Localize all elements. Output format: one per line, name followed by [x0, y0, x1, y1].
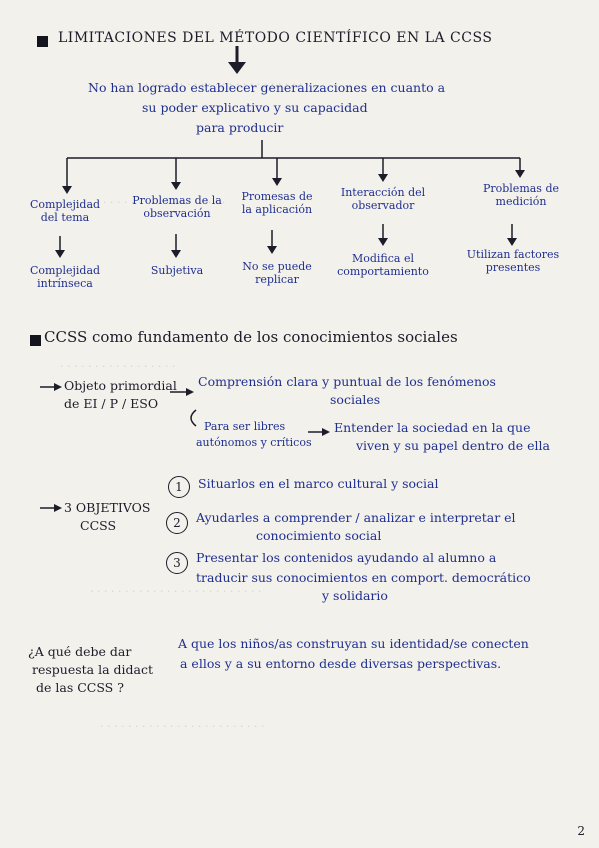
- result-drops: [59, 224, 513, 252]
- understand-line-2: viven y su papel dentro de ella: [356, 438, 551, 453]
- objective-2-number: 2: [166, 512, 188, 534]
- question-line-1: ¿A qué debe dar: [28, 644, 132, 659]
- object-label-2: de EI / P / ESO: [64, 396, 159, 411]
- summary-line-1: No han logrado establecer generalizacion…: [88, 80, 446, 95]
- section2-arrowheads: [54, 383, 330, 512]
- objective-3-text-2: traducir sus conocimientos en comport. d…: [196, 570, 531, 585]
- limitation-2-result: Subjetiva: [150, 264, 204, 277]
- title-bullet: [37, 36, 48, 47]
- understand-line-1: Entender la sociedad en la que: [334, 420, 531, 435]
- section2-title: CCSS como fundamento de los conocimiento…: [44, 328, 458, 346]
- question-line-2: respuesta la didact: [32, 662, 154, 677]
- objective-2-text-1: Ayudarles a comprender / analizar e inte…: [196, 510, 516, 525]
- comprehension-line-1: Comprensión clara y puntual de los fenóm…: [198, 374, 496, 389]
- para-line-2: autónomos y críticos: [196, 436, 312, 449]
- objective-2-text-2: conocimiento social: [256, 528, 382, 543]
- objective-3-text-3: y solidario: [322, 588, 388, 603]
- arrowhead-title: [228, 62, 246, 74]
- objectives-label-2: CCSS: [80, 518, 117, 533]
- object-label-1: Objeto primordial: [64, 378, 177, 393]
- objective-1-text: Situarlos en el marco cultural y social: [198, 476, 439, 491]
- page-number: 2: [577, 824, 585, 838]
- objectives-label-1: 3 OBJETIVOS: [64, 500, 151, 515]
- category-arrowheads: [62, 170, 525, 194]
- answer-line-2: a ellos y a su entorno desde diversas pe…: [180, 656, 502, 671]
- section2-bullet: [30, 335, 41, 346]
- question-line-3: de las CCSS ?: [36, 680, 124, 695]
- category-drops: [66, 158, 521, 190]
- comprehension-line-2: sociales: [330, 392, 381, 407]
- page-title: LIMITACIONES DEL MÉTODO CIENTÍFICO EN LA…: [58, 30, 493, 46]
- objective-3-text-1: Presentar los contenidos ayudando al alu…: [196, 550, 497, 565]
- summary-line-3: para producir: [196, 120, 284, 135]
- result-arrowheads: [55, 238, 517, 258]
- summary-line-2: su poder explicativo y su capacidad: [142, 100, 368, 115]
- section2-arrows: [40, 386, 324, 509]
- para-line-1: Para ser libres: [204, 420, 286, 433]
- answer-line-1: A que los niños/as construyan su identid…: [178, 636, 529, 651]
- objective-1-number: 1: [168, 476, 190, 498]
- objective-3-number: 3: [166, 552, 188, 574]
